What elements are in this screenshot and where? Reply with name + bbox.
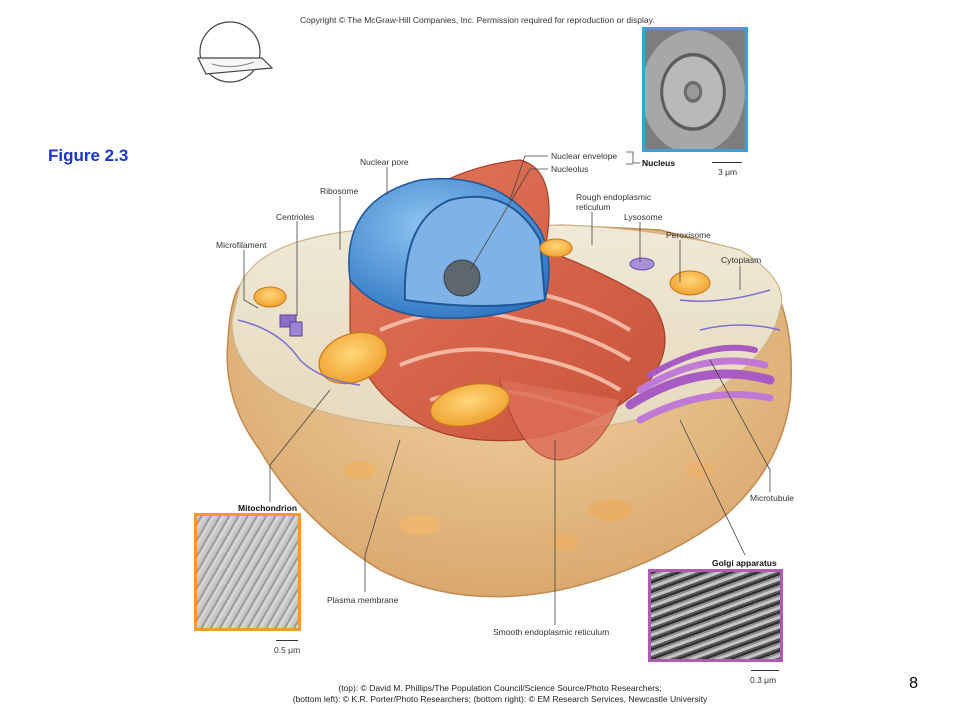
label-ribosome: Ribosome	[320, 186, 359, 196]
centrioles-illustration	[279, 314, 303, 337]
label-rough-er: Rough endoplasmic reticulum	[576, 192, 652, 212]
copyright-notice: Copyright © The McGraw-Hill Companies, I…	[300, 15, 655, 25]
nucleus-scale-label: 3 μm	[718, 167, 738, 177]
label-centrioles: Centrioles	[276, 212, 315, 222]
label-nuclear-pore: Nuclear pore	[360, 157, 409, 167]
nucleus-illustration	[348, 177, 550, 319]
golgi-illustration	[625, 344, 775, 424]
mitochondrion-scale-bar	[276, 640, 298, 641]
cytoskeleton-illustration	[237, 289, 781, 386]
page-number: 8	[909, 675, 918, 692]
figure-title: Figure 2.3	[48, 146, 129, 165]
label-nucleolus: Nucleolus	[551, 164, 589, 174]
label-peroxisome: Peroxisome	[666, 230, 711, 240]
credit-line-1: (top): © David M. Phillips/The Populatio…	[338, 683, 662, 693]
mitochondrion-scale-label: 0.5 μm	[274, 645, 301, 655]
photo-credits: (top): © David M. Phillips/The Populatio…	[0, 683, 960, 705]
golgi-scale-label: 0.3 μm	[750, 675, 777, 685]
label-lysosome: Lysosome	[624, 212, 663, 222]
mitochondrion-micrograph	[194, 513, 301, 631]
label-smooth-er: Smooth endoplasmic reticulum	[493, 627, 610, 637]
label-golgi-apparatus: Golgi apparatus	[712, 558, 777, 568]
label-mitochondrion: Mitochondrion	[238, 503, 298, 513]
label-plasma-membrane: Plasma membrane	[327, 595, 399, 605]
label-nuclear-envelope: Nuclear envelope	[551, 151, 618, 161]
label-nucleus: Nucleus	[642, 158, 676, 168]
mitochondrion-illustration	[253, 238, 711, 427]
leader-lines	[243, 151, 771, 625]
credit-line-2: (bottom left): © K.R. Porter/Photo Resea…	[292, 694, 708, 704]
label-cytoplasm: Cytoplasm	[721, 255, 762, 265]
label-microfilament: Microfilament	[216, 240, 267, 250]
golgi-scale-bar	[751, 670, 779, 671]
golgi-micrograph	[648, 569, 783, 662]
cross-section-icon	[197, 21, 274, 83]
nucleus-micrograph	[642, 27, 748, 152]
lysosome-illustration	[629, 257, 655, 271]
label-microtubule: Microtubule	[750, 493, 794, 503]
nucleus-scale-bar	[712, 162, 742, 163]
